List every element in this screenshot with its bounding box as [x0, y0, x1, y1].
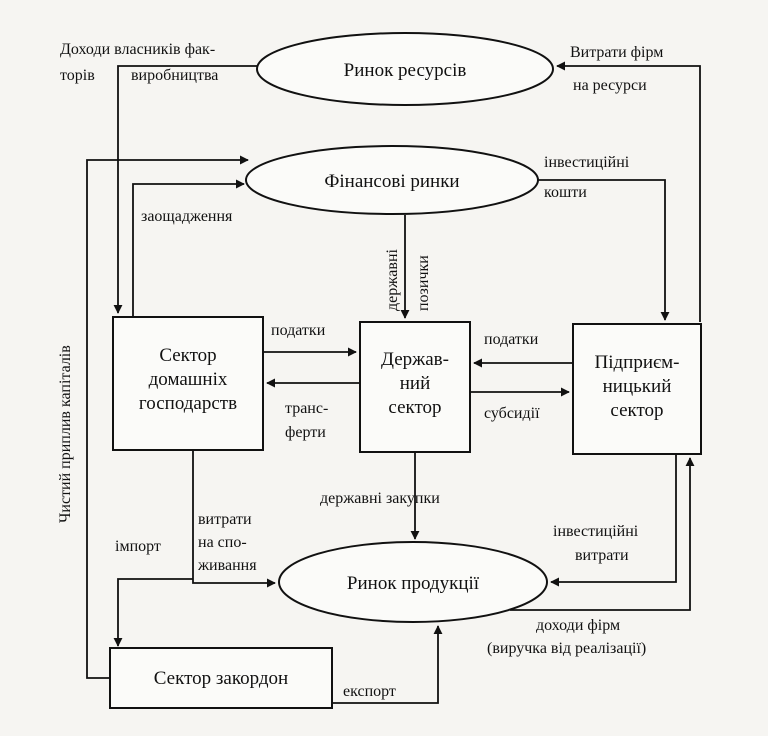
households-label-1: Сектор: [159, 345, 216, 366]
government-label-1: Держав-: [381, 349, 449, 370]
firm-resource-costs-arrow: [556, 61, 701, 322]
foreign-sector-box: [109, 647, 333, 709]
firm-revenue-label-2: (виручка від реалізації): [487, 640, 646, 657]
firm-costs-label-1: Витрати фірм: [570, 44, 663, 61]
consumption-label-3: живання: [197, 557, 257, 574]
government-label-2: ний: [400, 373, 431, 394]
households-label-3: господарств: [139, 393, 237, 414]
exports-label: експорт: [343, 683, 396, 700]
business-label-3: сектор: [610, 400, 663, 421]
business-sector-box: [572, 323, 702, 455]
investment-spending-arrow: [550, 454, 677, 587]
factor-income-label-2: торів: [60, 67, 95, 84]
factor-income-label-3: виробництва: [131, 67, 218, 84]
firm-revenue-arrow: [510, 457, 695, 611]
financial-markets-label: Фінансові ринки: [324, 171, 459, 192]
households-label-2: домашніх: [149, 369, 228, 390]
gov-purchases-label: державні закупки: [320, 490, 440, 507]
savings-label: заощадження: [141, 208, 233, 225]
government-label-3: сектор: [388, 397, 441, 418]
net-capital-inflow-arrow: [86, 155, 249, 679]
net-capital-inflow-label: Чистий приплив капіталів: [57, 345, 74, 523]
gov-borrowing-label-1: державні: [384, 248, 401, 311]
resources-market-ellipse: [256, 32, 554, 106]
gov-borrowing-label-2: позички: [415, 255, 432, 311]
business-label-1: Підприєм-: [594, 352, 679, 373]
firm-revenue-label-1: доходи фірм: [536, 617, 620, 634]
products-market-ellipse: [278, 541, 548, 623]
investment-spending-label-1: інвестиційні: [553, 523, 639, 540]
taxes-business-label: податки: [484, 331, 539, 348]
savings-arrow: [132, 179, 245, 317]
taxes-households-label: податки: [271, 322, 326, 339]
foreign-sector-label: Сектор закордон: [154, 668, 288, 689]
transfers-label-2: ферти: [285, 424, 326, 441]
consumption-label-1: витрати: [198, 511, 252, 528]
factor-income-arrow: [113, 65, 258, 314]
factor-income-label-1: Доходи власників фак-: [60, 41, 215, 58]
exports-arrow: [332, 625, 443, 704]
investment-funds-label-1: інвестиційні: [544, 154, 630, 171]
imports-arrow: [113, 578, 193, 647]
products-market-label: Ринок продукції: [347, 573, 480, 594]
investment-spending-label-2: витрати: [575, 547, 629, 564]
consumption-arrow: [192, 450, 276, 588]
transfers-label-1: транс-: [285, 400, 328, 417]
firm-costs-label-2: на ресурси: [573, 77, 647, 94]
imports-label: імпорт: [115, 538, 161, 555]
investment-funds-label-2: кошти: [544, 184, 587, 201]
resources-market-label: Ринок ресурсів: [344, 60, 467, 81]
households-sector-box: [112, 316, 264, 451]
business-label-2: ницький: [603, 376, 672, 397]
subsidies-label: субсидії: [484, 405, 540, 422]
investment-funds-arrow: [538, 179, 670, 321]
consumption-label-2: на спо-: [198, 534, 247, 551]
